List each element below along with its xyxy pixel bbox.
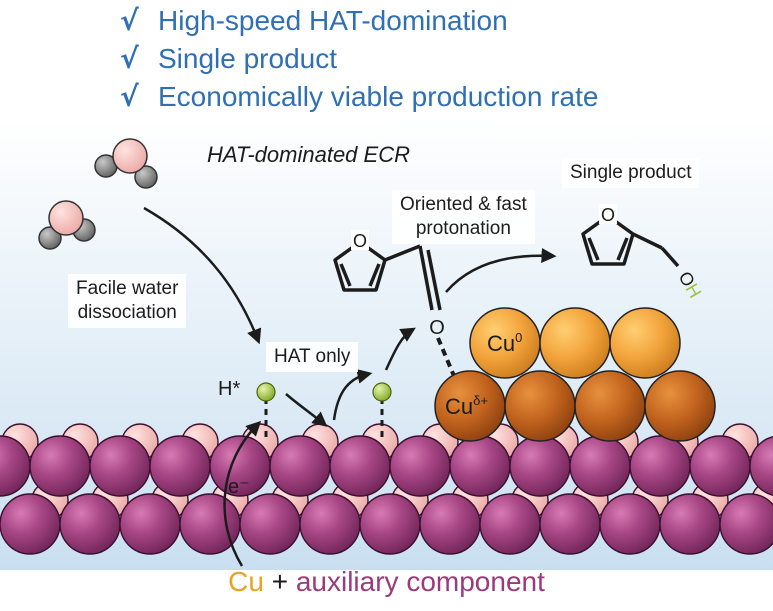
carbonyl-oxygen: O — [429, 317, 445, 339]
furfural-ring-o: O — [353, 231, 367, 251]
substrate-atom — [299, 493, 361, 555]
caption-plus: + — [271, 566, 289, 597]
protonation-arrow — [445, 247, 557, 293]
substrate-atom — [539, 493, 601, 555]
substrate-atom — [449, 435, 511, 497]
o-cu-bond — [436, 337, 456, 377]
substrate-atom — [329, 435, 391, 497]
substrate-atom — [269, 435, 331, 497]
hat-transfer-arrow-up — [384, 327, 416, 371]
substrate-atom — [149, 435, 211, 497]
single-product-label: Single product — [562, 158, 700, 188]
advantage-text: Single product — [158, 43, 338, 74]
water-molecule-top — [94, 138, 158, 189]
advantages-list: √ High-speed HAT-domination √ Single produ… — [120, 2, 598, 116]
substrate-atom — [59, 493, 121, 555]
water-dissociation-label: Facile water dissociation — [68, 274, 187, 328]
substrate-atom — [0, 493, 61, 555]
caption-cu: Cu — [228, 566, 264, 597]
advantage-item-rate: √ Economically viable production rate — [120, 78, 598, 116]
check-icon: √ — [120, 42, 139, 75]
substrate-atom — [479, 493, 541, 555]
substrate-atom — [419, 493, 481, 555]
substrate-atom — [29, 435, 91, 497]
hat-transfer-arrow-down — [285, 393, 328, 427]
check-icon: √ — [120, 4, 139, 37]
furfuryl-alcohol-molecule — [581, 214, 680, 268]
substrate-atom — [569, 435, 631, 497]
substrate-atom — [389, 435, 451, 497]
substrate-atom — [599, 493, 661, 555]
substrate-atom — [719, 493, 773, 555]
advantage-item-product: √ Single product — [120, 40, 598, 78]
diagram-title: HAT-dominated ECR — [207, 142, 410, 167]
substrate-atom — [509, 435, 571, 497]
product-ring-o: O — [601, 205, 615, 225]
water-molecule-bottom — [38, 200, 96, 250]
hat-transfer-arrow-mid — [332, 368, 373, 421]
electron-arrow — [223, 420, 262, 567]
protonation-label: Oriented & fast protonation — [392, 190, 535, 244]
substrate-lattice — [0, 423, 773, 555]
substrate-atom — [239, 493, 301, 555]
advantage-text: Economically viable production rate — [158, 81, 599, 112]
furfural-molecule — [333, 240, 442, 311]
catalyst-caption: Cu + auxiliary component — [0, 566, 773, 598]
substrate-atom — [749, 436, 773, 496]
advantage-text: High-speed HAT-domination — [158, 5, 508, 36]
cu-delta-label: Cuδ+ — [445, 393, 488, 419]
furfural-ring-o-mask — [351, 230, 369, 250]
cu-cluster — [434, 307, 716, 442]
substrate-atom — [359, 493, 421, 555]
substrate-atom — [659, 493, 721, 555]
electron-label: e⁻ — [228, 476, 250, 498]
hat-only-label: HAT only — [266, 342, 359, 372]
check-icon: √ — [120, 80, 139, 113]
hydrogen-atom-adsorbed — [256, 382, 276, 402]
h-star-label: H* — [218, 378, 241, 400]
water-dissociation-arrow — [143, 206, 262, 345]
substrate-atom — [89, 435, 151, 497]
caption-auxiliary: auxiliary component — [295, 566, 545, 597]
substrate-atom — [119, 493, 181, 555]
product-ring-o-mask — [599, 204, 617, 224]
substrate-atom — [629, 435, 691, 497]
substrate-atom — [689, 435, 751, 497]
advantage-item-hat: √ High-speed HAT-domination — [120, 2, 598, 40]
hydrogen-atom-hat — [372, 382, 392, 402]
